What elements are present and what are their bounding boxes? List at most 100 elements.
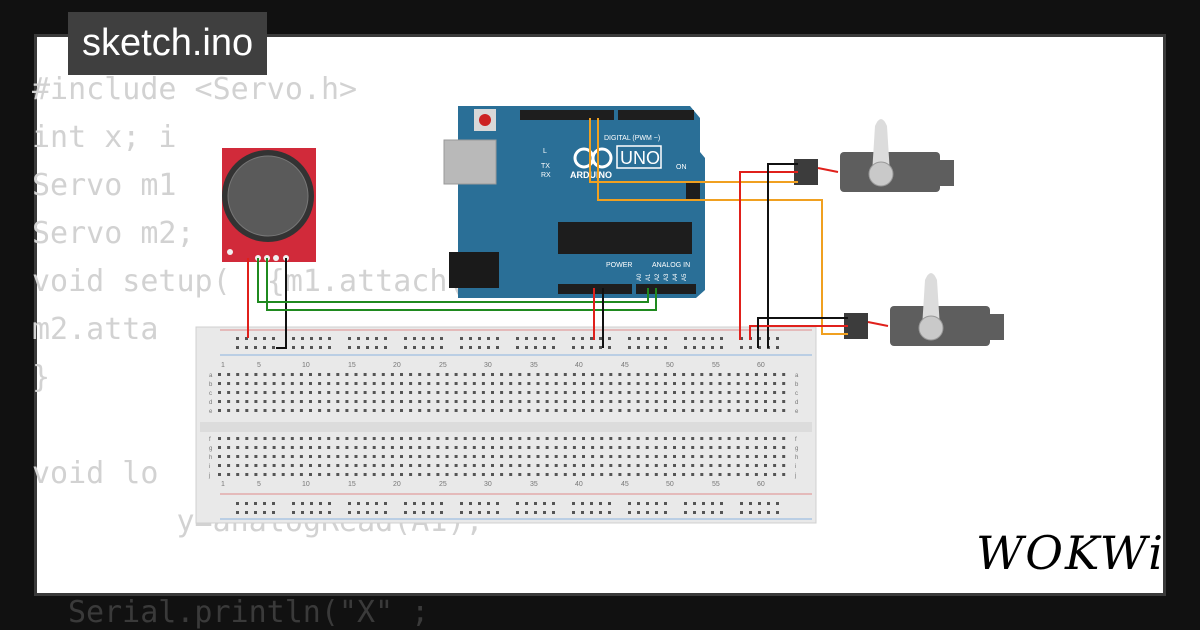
wire-joystick-vry[interactable] — [266, 258, 657, 311]
breadboard-hole — [363, 391, 367, 394]
breadboard-hole — [345, 373, 349, 376]
breadboard-hole — [527, 382, 531, 385]
breadboard-hole — [572, 400, 576, 403]
breadboard-hole — [684, 337, 687, 340]
breadboard-hole — [736, 373, 740, 376]
breadboard-hole — [773, 382, 777, 385]
breadboard-hole — [309, 400, 312, 403]
arduino-uno[interactable]: UNO ARDUINO DIGITAL (PWM ~) POWER ANALOG… — [443, 106, 705, 298]
breadboard-hole — [460, 511, 463, 514]
breadboard-hole — [318, 373, 322, 376]
breadboard-hole — [310, 337, 313, 340]
breadboard-hole — [736, 437, 740, 440]
breadboard-hole — [563, 473, 567, 476]
breadboard-hole — [245, 446, 249, 449]
breadboard-hole — [354, 382, 358, 385]
breadboard-hole — [445, 400, 449, 403]
breadboard-hole — [627, 409, 631, 412]
breadboard-hole — [345, 409, 349, 412]
breadboard-hole — [481, 373, 485, 376]
breadboard-hole — [552, 511, 555, 514]
breadboard-hole — [516, 337, 519, 340]
breadboard-hole — [673, 473, 676, 476]
breadboard-hole — [431, 346, 434, 349]
breadboard-hole — [327, 373, 331, 376]
breadboard-hole — [545, 455, 549, 458]
servo-2[interactable] — [844, 273, 1004, 346]
breadboard-hole — [636, 400, 640, 403]
breadboard-hole — [445, 455, 449, 458]
breadboard-hole — [281, 400, 285, 403]
breadboard-hole — [509, 473, 513, 476]
wire-joystick-vrx[interactable] — [257, 258, 649, 303]
breadboard-hole — [509, 373, 513, 376]
breadboard-hole — [357, 502, 360, 505]
breadboard-row-letter: d — [209, 400, 212, 406]
breadboard-hole — [478, 511, 481, 514]
breadboard-hole — [318, 464, 322, 467]
breadboard-hole — [700, 446, 704, 449]
breadboard-hole — [254, 446, 258, 449]
breadboard-hole — [663, 455, 667, 458]
breadboard-hole — [609, 473, 613, 476]
wire-servo-1-gnd[interactable] — [767, 163, 798, 348]
breadboard[interactable]: 1155101015152020252530303535404045455050… — [195, 326, 817, 524]
breadboard-hole — [348, 502, 351, 505]
breadboard-hole — [572, 511, 575, 514]
wire-pin10-servo-2[interactable] — [597, 118, 848, 335]
wire-servo-1-vcc[interactable] — [739, 171, 798, 340]
breadboard-hole — [263, 373, 267, 376]
breadboard-hole — [354, 455, 358, 458]
breadboard-hole — [491, 382, 494, 385]
breadboard-hole — [618, 464, 622, 467]
breadboard-hole — [554, 382, 558, 385]
breadboard-hole — [336, 409, 340, 412]
breadboard-hole — [272, 446, 276, 449]
breadboard-hole — [767, 502, 770, 505]
breadboard-hole — [478, 337, 481, 340]
servo-horn[interactable] — [872, 119, 890, 174]
breadboard-hole — [600, 373, 604, 376]
breadboard-hole — [390, 400, 394, 403]
wire-joystick-gnd[interactable] — [276, 258, 287, 349]
breadboard-hole — [536, 464, 540, 467]
breadboard-hole — [600, 391, 604, 394]
breadboard-hole — [375, 502, 378, 505]
breadboard-hole — [773, 446, 777, 449]
wire-servo-2-vcc[interactable] — [749, 325, 848, 340]
breadboard-hole — [460, 346, 463, 349]
breadboard-hole — [463, 382, 467, 385]
breadboard-hole — [758, 337, 761, 340]
breadboard-row-letter: a — [795, 373, 799, 379]
breadboard-hole — [582, 409, 585, 412]
breadboard-hole — [754, 409, 758, 412]
breadboard-hole — [754, 400, 758, 403]
breadboard-hole — [454, 409, 458, 412]
breadboard-hole — [454, 437, 458, 440]
joystick-knob[interactable] — [227, 155, 309, 237]
wire-servo-2-gnd[interactable] — [757, 317, 848, 348]
breadboard-hole — [691, 373, 695, 376]
breadboard-hole — [440, 511, 443, 514]
servo-horn[interactable] — [922, 273, 940, 328]
breadboard-hole — [572, 337, 575, 340]
breadboard-hole — [272, 464, 276, 467]
breadboard-hole — [319, 337, 322, 340]
breadboard-hole — [427, 446, 431, 449]
breadboard-hole — [764, 473, 767, 476]
servo-1[interactable] — [794, 119, 954, 192]
breadboard-hole — [445, 437, 449, 440]
breadboard-hole — [627, 373, 631, 376]
wire-pin9-servo-1[interactable] — [589, 118, 798, 183]
breadboard-hole — [527, 464, 531, 467]
breadboard-hole — [381, 400, 385, 403]
reset-button[interactable] — [479, 114, 491, 126]
breadboard-hole — [427, 437, 431, 440]
breadboard-hole — [682, 473, 686, 476]
breadboard-hole — [372, 409, 376, 412]
analog-joystick[interactable] — [222, 148, 316, 262]
breadboard-hole — [245, 464, 249, 467]
breadboard-hole — [572, 373, 576, 376]
breadboard-hole — [764, 400, 767, 403]
filename-tab[interactable]: sketch.ino — [68, 12, 268, 75]
